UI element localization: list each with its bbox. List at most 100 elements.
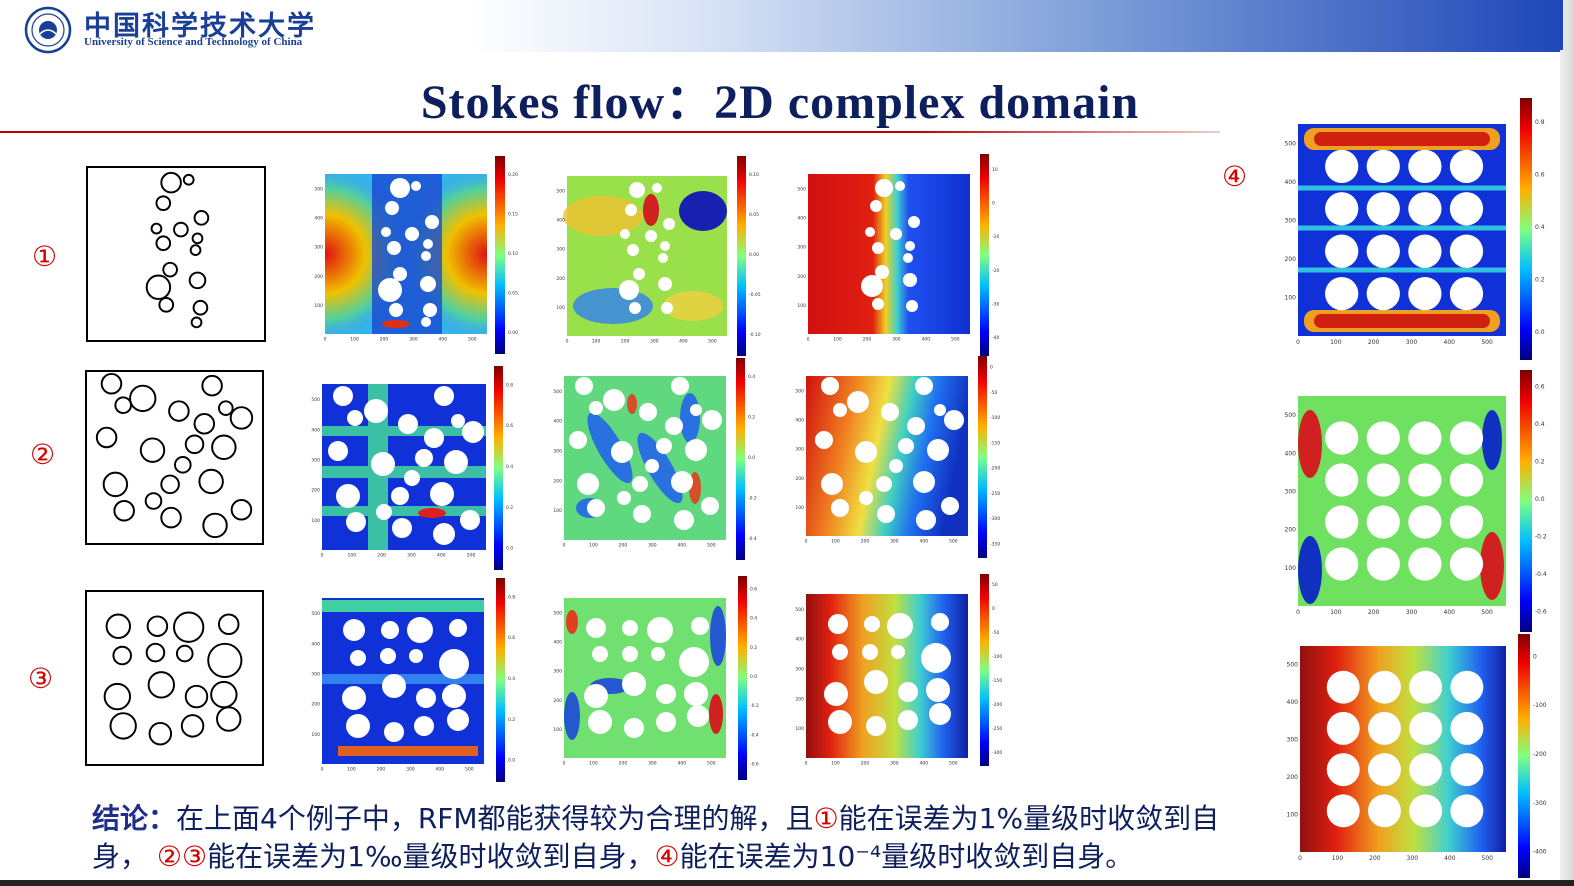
x-tick-label: 500 bbox=[465, 767, 474, 773]
cylinder bbox=[1366, 234, 1400, 268]
cylinder bbox=[1367, 670, 1401, 704]
y-tick-label: 100 bbox=[797, 303, 806, 309]
x-tick-label: 400 bbox=[436, 767, 445, 773]
y-tick-label: 200 bbox=[553, 698, 562, 704]
cylinder bbox=[1325, 149, 1359, 184]
colorbar-tick-label: 0.2 bbox=[1535, 276, 1545, 283]
cylinder bbox=[1449, 276, 1484, 311]
cylinder bbox=[1367, 794, 1401, 828]
x-tick-label: 0 bbox=[563, 761, 566, 767]
y-tick-label: 100 bbox=[556, 305, 565, 311]
colorbar bbox=[1520, 370, 1532, 632]
cylinder bbox=[1408, 505, 1442, 539]
geometry-domain-1-svg bbox=[145, 171, 210, 329]
x-tick-label: 200 bbox=[863, 337, 872, 343]
y-tick-label: 100 bbox=[311, 732, 320, 738]
y-tick-label: 100 bbox=[1285, 294, 1297, 301]
x-tick-label: 100 bbox=[1330, 609, 1342, 616]
cylinder bbox=[1366, 421, 1400, 455]
colorbar-tick-label: -100 bbox=[990, 415, 1000, 421]
colorbar-tick-label: -40 bbox=[992, 335, 999, 341]
cylinder bbox=[1450, 794, 1484, 828]
y-tick-label: 300 bbox=[311, 457, 320, 463]
colorbar-tick-label: 0.05 bbox=[749, 212, 759, 218]
y-tick-label: 500 bbox=[797, 187, 806, 193]
cylinder bbox=[1366, 149, 1400, 184]
cylinder bbox=[1326, 753, 1360, 787]
x-tick-label: 200 bbox=[861, 539, 870, 545]
cylinder bbox=[1325, 463, 1359, 497]
colorbar bbox=[738, 576, 747, 780]
x-tick-label: 300 bbox=[407, 553, 416, 559]
cylinder bbox=[1408, 234, 1442, 268]
cylinder bbox=[1449, 234, 1484, 268]
x-tick-label: 400 bbox=[920, 539, 929, 545]
y-tick-label: 500 bbox=[553, 389, 562, 395]
x-tick-label: 200 bbox=[1368, 609, 1380, 616]
colorbar bbox=[736, 358, 745, 560]
y-tick-label: 500 bbox=[1285, 140, 1297, 147]
x-tick-label: 500 bbox=[467, 553, 476, 559]
y-tick-label: 300 bbox=[795, 447, 804, 453]
y-tick-label: 400 bbox=[311, 427, 320, 433]
conclusion-part3: 能在误差为1‰量级时收敛到自身， bbox=[207, 840, 655, 873]
colorbar-tick-label: -0.2 bbox=[748, 495, 757, 501]
colorbar-tick-label: 0.15 bbox=[508, 211, 518, 217]
y-tick-label: 300 bbox=[795, 667, 804, 673]
y-tick-label: 100 bbox=[1285, 565, 1297, 572]
x-tick-label: 0 bbox=[324, 337, 327, 343]
geometry-domain-2-svg bbox=[95, 372, 254, 539]
x-tick-label: 400 bbox=[920, 761, 929, 767]
x-tick-label: 0 bbox=[807, 337, 810, 343]
colorbar-tick-label: -200 bbox=[992, 702, 1002, 708]
colorbar-tick-label: 0.2 bbox=[750, 645, 757, 651]
cylinder bbox=[1366, 547, 1400, 581]
x-tick-label: 100 bbox=[831, 539, 840, 545]
cylinder bbox=[1325, 192, 1359, 226]
y-tick-label: 400 bbox=[556, 218, 565, 224]
title-underline bbox=[0, 131, 1220, 133]
colorbar-tick-label: -100 bbox=[992, 654, 1002, 660]
slide-title: Stokes flow：2D complex domain bbox=[420, 76, 1140, 129]
cylinder bbox=[1409, 670, 1443, 704]
y-tick-label: 400 bbox=[795, 418, 804, 424]
colorbar-tick-label: 0.00 bbox=[508, 330, 518, 336]
y-tick-label: 400 bbox=[1285, 179, 1297, 186]
x-tick-label: 100 bbox=[592, 339, 601, 345]
colorbar-tick-label: 0.2 bbox=[748, 415, 755, 421]
colorbar-tick-label: -150 bbox=[990, 440, 1000, 446]
x-tick-label: 100 bbox=[1332, 855, 1344, 862]
y-tick-label: 100 bbox=[553, 508, 562, 514]
cylinder bbox=[1326, 711, 1360, 745]
colorbar-tick-label: 0.0 bbox=[508, 758, 515, 764]
colorbar-tick-label: -0.2 bbox=[750, 703, 759, 709]
x-tick-label: 500 bbox=[951, 337, 960, 343]
y-tick-label: 400 bbox=[311, 641, 320, 647]
x-tick-label: 500 bbox=[707, 543, 716, 549]
colorbar bbox=[1518, 634, 1530, 878]
cylinder bbox=[1450, 711, 1484, 745]
y-tick-label: 400 bbox=[553, 419, 562, 425]
colorbar-tick-label: 0.10 bbox=[508, 251, 518, 257]
colorbar-tick-label: 0.8 bbox=[1535, 119, 1545, 126]
colorbar-tick-label: -0.4 bbox=[748, 536, 757, 542]
geometry-domain-1 bbox=[86, 166, 266, 342]
colorbar-tick-label: 0.4 bbox=[750, 616, 757, 622]
x-tick-label: 500 bbox=[1481, 609, 1493, 616]
colorbar-tick-label: 0.6 bbox=[508, 635, 515, 641]
x-tick-label: 300 bbox=[890, 539, 899, 545]
y-tick-label: 500 bbox=[314, 187, 323, 193]
colorbar-tick-label: -200 bbox=[1533, 751, 1547, 758]
x-tick-label: 400 bbox=[922, 337, 931, 343]
